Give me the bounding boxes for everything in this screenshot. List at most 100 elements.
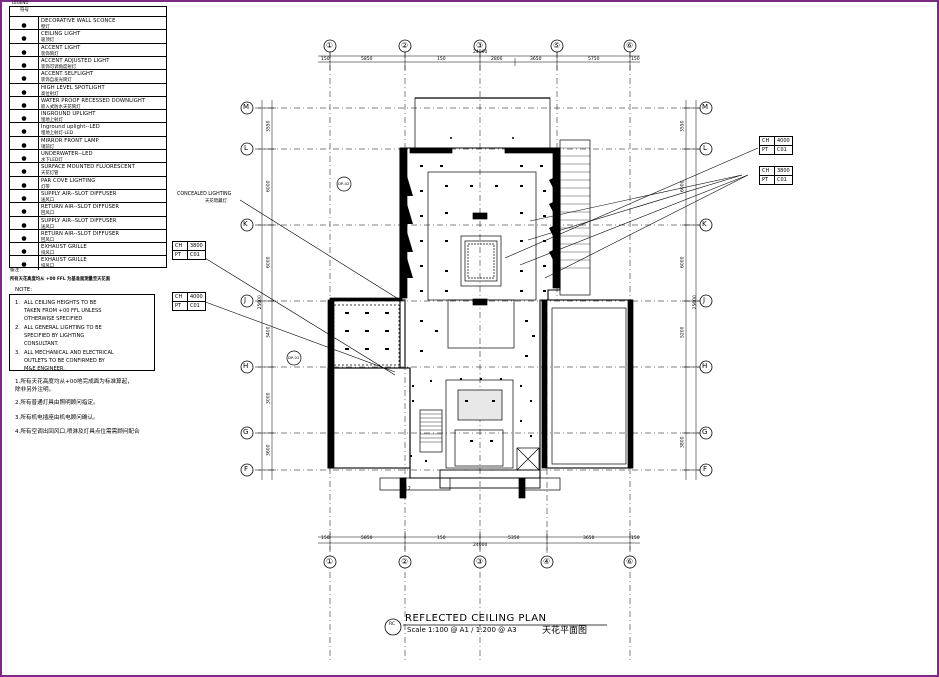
left-total-dim: 25600	[257, 295, 263, 310]
legend-item-label: CEILING LIGHT	[41, 31, 81, 38]
right-total-dim: 25600	[692, 295, 698, 310]
bottom-dim-2: 5850	[361, 536, 373, 541]
supply-diffuser-2-icon	[10, 216, 39, 230]
right-dim-3: 6000	[680, 256, 686, 268]
left-dim-5: 3000	[266, 392, 272, 404]
note-line: M&E ENGINEER.	[24, 366, 65, 372]
bottom-dim-3: 150	[437, 536, 446, 541]
accent-adjusted-light-icon	[10, 56, 39, 71]
return-diffuser-2-icon	[10, 229, 39, 244]
left-dim-3: 6000	[266, 256, 272, 268]
concealed-lighting-label: CONCEALED LIGHTING	[177, 192, 232, 197]
grid-row-k-right: K	[702, 220, 707, 228]
recessed-downlight-icon	[10, 96, 39, 111]
return-diffuser-icon	[10, 203, 39, 217]
grid-col-6-bottom: ⑥	[626, 557, 634, 566]
exhaust-grille-2-icon	[10, 256, 39, 270]
legend-item-cn: 装饰筒灯	[41, 51, 59, 57]
section-mark-1: DP-02	[338, 181, 350, 186]
accent-light-icon	[10, 43, 39, 57]
exhaust-grille-icon	[10, 243, 39, 257]
note-line: CONSULTANT.	[24, 341, 59, 347]
legend-item-label: SUPPLY AIR--SLOT DIFFUSER	[41, 217, 117, 224]
note-line: OUTLETS TO BE CONFIRMED BY	[24, 358, 105, 364]
floor-plan	[327, 97, 634, 499]
legend-item-cn: 回风口	[41, 211, 55, 217]
grid-col-6: ⑥	[626, 41, 634, 50]
legend-item-cn: 天花灯管	[41, 171, 59, 177]
note-number: 3.	[15, 350, 20, 356]
remark-text: 所有天花高度均从 +00 FFL 为基准面测量至天花面	[10, 277, 111, 282]
light-fixtures	[345, 137, 546, 462]
remark-label: 备注：	[10, 268, 24, 273]
grid-row-f-right: F	[703, 465, 708, 473]
legend-item-cn: 水下LED灯	[41, 158, 63, 163]
legend-item-label: EXHAUST GRILLE	[41, 257, 87, 264]
grid-row-g: G	[243, 428, 249, 436]
mirror-lamp-icon	[10, 136, 39, 150]
legend-item-cn: 送风口	[41, 224, 55, 230]
grid-col-2-bottom: ②	[401, 557, 409, 566]
stair-label: 1/12	[400, 487, 411, 492]
top-dim-6: 5750	[588, 57, 600, 62]
right-dim-1: 3550	[680, 120, 686, 132]
legend-item-cn: 送风口	[41, 197, 55, 203]
bottom-dimension-chain	[318, 531, 640, 550]
note-line: OTHERWISE SPECIFIED	[24, 316, 83, 322]
legend-item-cn: 灯带	[41, 184, 50, 190]
drawing-title-cn: 天花平面图	[542, 626, 588, 636]
grid-col-3-bottom: ③	[476, 557, 484, 566]
cn-note-1: 1.所有天花高度均从+00地完成面为标准算起，	[15, 379, 133, 385]
right-dim-2: 6000	[680, 180, 686, 192]
legend-item-label: ACCENT ADJUSTED LIGHT	[41, 57, 110, 64]
leader-lines	[199, 147, 759, 376]
legend-item-label: RETURN AIR--SLOT DIFFUSER	[41, 204, 120, 211]
note-number: 2.	[15, 325, 20, 331]
concealed-lighting-cn: 天花暗藏灯	[205, 199, 227, 204]
title-marker	[384, 618, 607, 636]
legend-item-label: ACCENT SELFLIGHT	[41, 71, 94, 78]
cn-note-1b: 除非另外注明。	[15, 387, 55, 393]
legend-item-cn: 装饰自发光筒灯	[41, 78, 72, 84]
grid-col-1-bottom: ①	[326, 557, 334, 566]
legend-item-label: WATER PROOF RECESSED DOWNLIGHT	[41, 97, 146, 104]
underwater-led-icon	[10, 150, 39, 164]
notes-title: NOTE:	[15, 287, 33, 293]
grid-col-1: ①	[326, 41, 334, 50]
top-dim-5: 3650	[530, 57, 542, 62]
legend-item-label: ACCENT LIGHT	[41, 44, 81, 51]
legend-item-label: HIGH LEVEL SPOTLIGHT	[41, 84, 105, 91]
legend-item-label: EXHAUST GRILLE	[41, 244, 87, 251]
left-dim-6: 3600	[266, 444, 272, 456]
top-dim-1: 150	[321, 57, 330, 62]
cn-note-4: 4.所有空调出回风口,喷淋及灯具点位需需顾问配合	[15, 429, 140, 435]
legend-item-cn: 嵌入式防水天花筒灯	[41, 104, 81, 110]
grid-row-l-right: L	[703, 144, 707, 152]
right-dim-5: 3800	[680, 436, 686, 448]
grid-row-j-right: J	[703, 296, 706, 304]
bottom-dim-6: 150	[631, 536, 640, 541]
legend-item-label: INGROUND UPLIGHT	[41, 111, 96, 118]
legend-item-cn: 排风口	[41, 264, 55, 270]
bottom-dim-4: 5350	[508, 536, 520, 541]
legend-item-label: RETURN AIR--SLOT DIFFUSER	[41, 230, 120, 237]
legend-item-label: MIRROR FRONT LAMP	[41, 137, 99, 144]
drawing-scale: Scale 1:100 @ A1 / 1:200 @ A3	[407, 626, 517, 634]
note-line: TAKEN FROM +00 FFL UNLESS	[24, 308, 102, 314]
grid-col-4-bottom: ④	[543, 557, 551, 566]
legend-item-label: DECORATIVE WALL SCONCE	[41, 18, 116, 24]
